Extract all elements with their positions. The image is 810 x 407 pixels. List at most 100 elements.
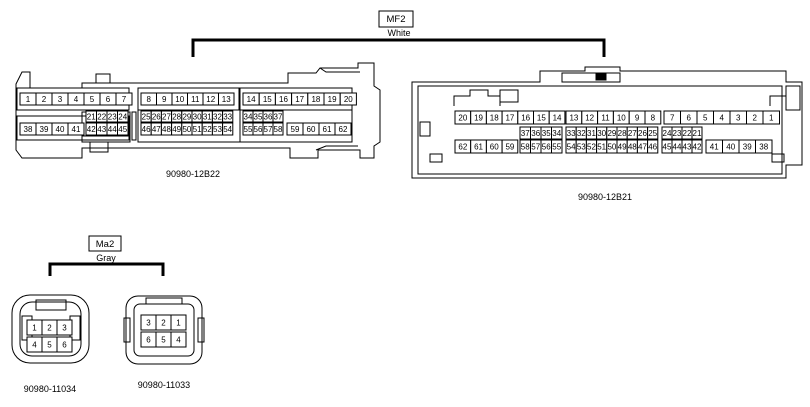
pin-12b22-28: 28: [172, 113, 181, 122]
pin-12b22-48: 48: [162, 125, 171, 134]
pin-11033-1-cell: [170, 314, 187, 331]
pin-12b22-62: 62: [339, 125, 348, 134]
ma2-bracket: [48, 262, 165, 276]
pin-12b21-6: 6: [687, 114, 692, 123]
pin-12b22-21: 21: [87, 113, 96, 122]
pin-12b21-27: 27: [628, 129, 637, 138]
pin-12b21-34-cell: [551, 126, 563, 140]
pin-12b21-61: 61: [474, 143, 483, 152]
pin-12b21-59: 59: [505, 143, 514, 152]
pin-12b22-9: 9: [162, 95, 167, 104]
pin-12b22-36: 36: [264, 113, 273, 122]
pin-12b21-59-cell: [501, 139, 519, 154]
pin-12b22-26: 26: [152, 113, 161, 122]
pin-12b22-4: 4: [74, 95, 79, 104]
pin-12b21-60: 60: [490, 143, 499, 152]
pin-12b21-45: 45: [663, 143, 672, 152]
connector-11033-body: [123, 295, 205, 365]
pin-12b21-43: 43: [683, 143, 692, 152]
pin-12b21-62: 62: [458, 143, 467, 152]
pin-12b22-20-cell: [339, 92, 357, 106]
pin-11034-6-cell: [56, 336, 73, 353]
ma2-name: Ma2: [96, 239, 114, 250]
pin-12b22-41-cell: [67, 122, 85, 136]
pin-12b22-33: 33: [223, 113, 232, 122]
pin-11034-6: 6: [62, 341, 67, 350]
pin-12b21-31: 31: [587, 129, 596, 138]
pin-12b21-5: 5: [703, 114, 708, 123]
pin-12b22-38: 38: [24, 125, 33, 134]
pin-12b21-50: 50: [607, 143, 616, 152]
pin-12b21-42: 42: [693, 143, 702, 152]
pin-12b22-29: 29: [182, 113, 191, 122]
pin-12b21-20: 20: [458, 114, 467, 123]
pin-12b21-34: 34: [552, 129, 561, 138]
pin-12b22-11: 11: [191, 95, 200, 104]
mf2-name: MF2: [387, 14, 406, 25]
pin-12b21-4: 4: [720, 114, 725, 123]
pin-12b22-33-cell: [222, 110, 234, 123]
pin-12b22-25: 25: [142, 113, 151, 122]
pin-12b21-48: 48: [628, 143, 637, 152]
pin-12b22-62-cell: [334, 122, 352, 136]
part-no-12b22: 90980-12B22: [166, 169, 220, 179]
pin-12b22-10: 10: [175, 95, 184, 104]
pin-12b22-45-cell: [117, 122, 129, 136]
pin-12b22-45: 45: [118, 125, 127, 134]
pin-12b22-5: 5: [90, 95, 95, 104]
pin-12b22-2: 2: [42, 95, 47, 104]
pin-12b21-51: 51: [597, 143, 606, 152]
pin-12b22-30: 30: [193, 113, 202, 122]
pin-12b22-43: 43: [97, 125, 106, 134]
pin-12b21-8-cell: [644, 110, 662, 125]
pin-12b22-58-cell: [272, 122, 284, 136]
pin-12b21-40: 40: [726, 143, 735, 152]
pin-12b22-37-cell: [272, 110, 284, 123]
pin-12b21-33: 33: [567, 129, 576, 138]
pin-12b22-24: 24: [118, 113, 127, 122]
pin-12b22-16: 16: [279, 95, 288, 104]
pin-12b21-11: 11: [601, 114, 610, 123]
pin-12b21-21-cell: [691, 126, 703, 140]
pin-12b21-55-cell: [551, 139, 563, 154]
pin-11034-4: 4: [32, 341, 37, 350]
pin-12b21-3: 3: [736, 114, 741, 123]
pin-12b21-35: 35: [542, 129, 551, 138]
pin-12b21-44: 44: [673, 143, 682, 152]
pin-12b21-14: 14: [553, 114, 562, 123]
pin-11034-5: 5: [47, 341, 52, 350]
pin-12b21-56: 56: [542, 143, 551, 152]
ma2-color: Gray: [96, 253, 116, 263]
pin-12b21-10: 10: [617, 114, 626, 123]
pin-12b21-37: 37: [521, 129, 530, 138]
pin-12b22-13-cell: [218, 92, 235, 106]
pin-12b22-49: 49: [172, 125, 181, 134]
pin-12b21-47: 47: [638, 143, 647, 152]
pin-12b22-6: 6: [106, 95, 111, 104]
pin-12b21-16: 16: [521, 114, 530, 123]
pin-12b22-20: 20: [344, 95, 353, 104]
pin-12b21-38: 38: [759, 143, 768, 152]
mf2-color: White: [387, 28, 410, 38]
pin-12b22-34: 34: [244, 113, 253, 122]
pin-12b22-37: 37: [274, 113, 283, 122]
part-no-11034: 90980-11034: [24, 384, 76, 394]
pin-12b22-50: 50: [182, 125, 191, 134]
pin-12b21-32: 32: [577, 129, 586, 138]
pin-11033-3: 3: [146, 319, 151, 328]
pin-12b21-7: 7: [670, 114, 675, 123]
mf2-name-box: [378, 10, 414, 28]
pin-12b21-30: 30: [597, 129, 606, 138]
pin-12b21-19: 19: [474, 114, 483, 123]
pin-12b21-8: 8: [651, 114, 656, 123]
pin-12b22-54: 54: [223, 125, 232, 134]
pin-12b21-46: 46: [648, 143, 657, 152]
pin-12b22-18: 18: [311, 95, 320, 104]
pin-12b21-29: 29: [607, 129, 616, 138]
pin-12b21-1-cell: [762, 110, 780, 125]
pin-12b22-41: 41: [72, 125, 81, 134]
pin-12b21-2: 2: [753, 114, 758, 123]
pin-12b21-26: 26: [638, 129, 647, 138]
